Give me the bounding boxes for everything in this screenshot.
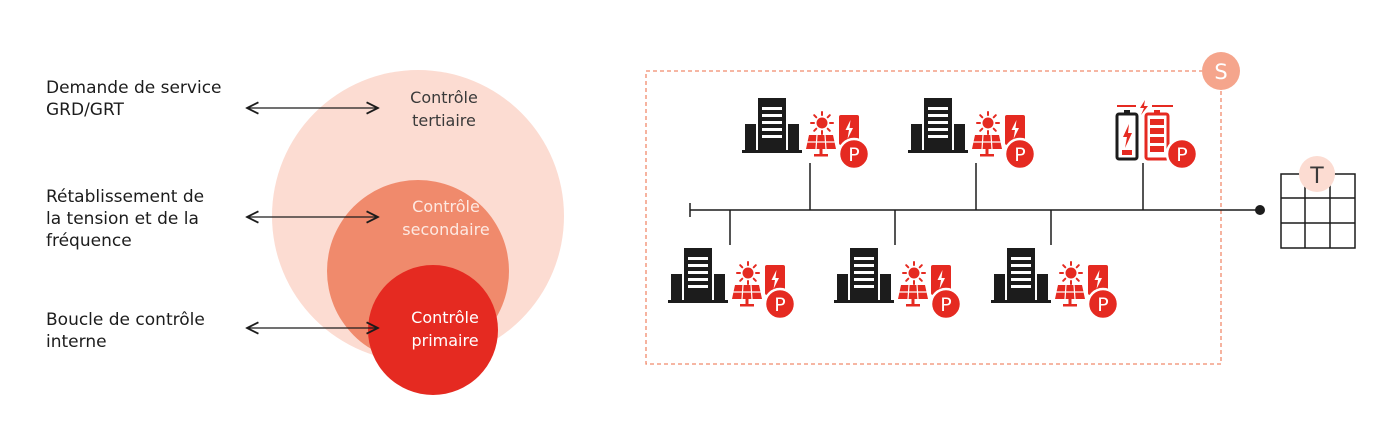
- system-badge-label: S: [1214, 60, 1227, 84]
- primary-label-line2: primaire: [411, 331, 478, 350]
- label-line: Boucle de contrôle: [46, 310, 205, 330]
- bus-connection-point: [1255, 205, 1265, 215]
- label-internal-loop: Boucle de contrôle interne: [46, 309, 205, 353]
- system-badge: [1202, 52, 1240, 90]
- label-line: la tension et de la: [46, 209, 199, 229]
- transformer-badge-label: T: [1309, 164, 1324, 189]
- secondary-label-line2: secondaire: [402, 220, 489, 239]
- producer-badge: [1165, 137, 1199, 171]
- primary-label-line1: Contrôle: [411, 308, 479, 327]
- label-line: fréquence: [46, 231, 132, 251]
- label-line: GRD/GRT: [46, 100, 124, 120]
- producer-node-top-2: [908, 98, 1035, 169]
- transformer-grid-icon: T: [1280, 156, 1356, 249]
- label-service-demand: Demande de service GRD/GRT: [46, 77, 222, 121]
- secondary-label-line1: Contrôle: [412, 197, 480, 216]
- label-restoration: Rétablissement de la tension et de la fr…: [46, 186, 204, 252]
- battery-icon: [1115, 100, 1173, 161]
- primary-control-circle: [368, 265, 498, 395]
- producer-node-bottom-2: [834, 248, 961, 319]
- tertiary-label-line1: Contrôle: [410, 88, 478, 107]
- battery-node: [1115, 100, 1199, 171]
- transformer-badge: [1299, 156, 1335, 192]
- producer-node-top-1: [742, 98, 869, 169]
- label-line: Rétablissement de: [46, 187, 205, 207]
- label-line: interne: [46, 332, 107, 352]
- microgrid-boundary: [645, 70, 1222, 365]
- producer-node-bottom-1: [668, 248, 795, 319]
- tertiary-label-line2: tertiaire: [412, 111, 476, 130]
- producer-node-bottom-3: [991, 248, 1118, 319]
- label-line: Demande de service: [46, 78, 222, 98]
